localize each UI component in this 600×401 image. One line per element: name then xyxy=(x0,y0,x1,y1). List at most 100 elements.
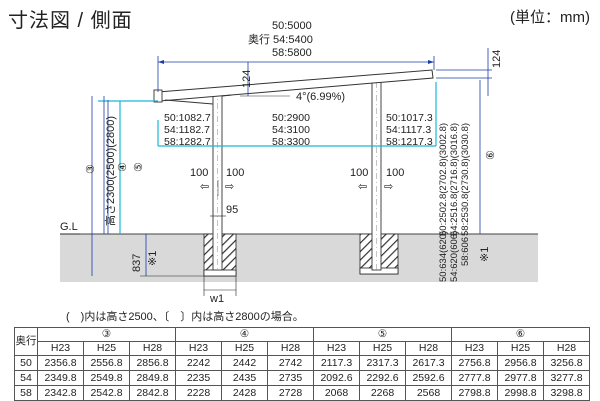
rear-overhang-50: 50:1017.3 xyxy=(386,112,433,124)
table-group-header: 奥行 ③ ④ ⑤ ⑥ xyxy=(14,327,590,356)
front-overhang-50: 50:1082.7 xyxy=(164,112,211,124)
subheader-cell: H25 xyxy=(221,341,268,356)
table-cell: 2356.8 xyxy=(37,355,84,371)
table-cell: 2756.8 xyxy=(451,355,498,371)
load-left-a: 100 xyxy=(190,167,208,179)
subheader-cell: H25 xyxy=(359,341,406,356)
table-cell: 3298.8 xyxy=(543,385,590,401)
subheader-cell: H28 xyxy=(129,341,176,356)
unit-label: (単位：mm) xyxy=(510,9,590,26)
subheader-cell: H25 xyxy=(497,341,544,356)
load-right-b: 100 xyxy=(386,167,404,179)
roof-brace xyxy=(164,99,214,105)
arrow-left-icon: ⇦ xyxy=(200,181,209,193)
table-cell: 2117.3 xyxy=(313,355,360,371)
load-left-b: 100 xyxy=(226,167,244,179)
beam-height-label: 124 xyxy=(241,70,253,88)
dimension-table: 奥行 ③ ④ ⑤ ⑥ H23 H25 H28 H23 H25 H28 H23 H… xyxy=(14,327,590,401)
footnote-mark-left: ※1 xyxy=(147,251,159,266)
footnote-mark-right: ※1 xyxy=(479,247,491,262)
ground-area xyxy=(60,234,538,282)
row-label-header: 奥行 xyxy=(14,327,38,356)
table-row: 54 2349.8 2549.8 2849.8 2235 2435 2735 2… xyxy=(14,370,590,386)
marker-6: ⑥ xyxy=(485,150,497,160)
table-cell: 2268 xyxy=(359,385,406,401)
subheader-cell: H28 xyxy=(405,341,452,356)
post-span-54: 54:3100 xyxy=(272,124,310,136)
table-subheader-row: H23 H25 H28 H23 H25 H28 H23 H25 H28 H23 … xyxy=(15,341,590,356)
table-cell: 2742 xyxy=(267,355,314,371)
group-header-4: ④ xyxy=(175,327,314,342)
row-depth: 54 xyxy=(14,370,38,386)
subheader-cell: H25 xyxy=(83,341,130,356)
embed-rear-54: 54:620(606) xyxy=(449,231,460,282)
group-header-6: ⑥ xyxy=(451,327,590,342)
rear-height-54: 54:2516.8(2716.8)(3016.8) xyxy=(449,123,460,236)
height-label: 高さ2300(2500)(2800) xyxy=(103,116,117,226)
table-cell: 3277.8 xyxy=(543,370,590,386)
gl-label: G.L xyxy=(60,221,78,233)
marker-3: ③ xyxy=(85,164,97,174)
table-cell: 2617.3 xyxy=(405,355,452,371)
subheader-cell: H23 xyxy=(313,341,360,356)
subheader-cell: H23 xyxy=(37,341,84,356)
subheader-cell: H28 xyxy=(543,341,590,356)
table-cell: 2849.8 xyxy=(129,370,176,386)
footnote: ( )内は高さ2500、〔 〕内は高さ2800の場合。 xyxy=(66,311,304,323)
table-cell: 2428 xyxy=(221,385,268,401)
beam-height-right-label: 124 xyxy=(491,50,503,68)
embed-rear-50: 50:634(620) xyxy=(438,231,449,282)
table-cell: 2292.6 xyxy=(359,370,406,386)
rear-height-50: 50:2502.8(2702.8)(3002.8) xyxy=(438,123,449,236)
footing-depth-label: 837 xyxy=(131,254,143,272)
group-header-5: ⑤ xyxy=(313,327,452,342)
row-depth: 50 xyxy=(14,355,38,371)
post-span-58: 58:3300 xyxy=(272,136,310,148)
embed-rear-58: 58:606 xyxy=(460,237,471,266)
table-cell: 2542.8 xyxy=(83,385,130,401)
table-cell: 2956.8 xyxy=(497,355,544,371)
table-cell: 2442 xyxy=(221,355,268,371)
front-overhang-54: 54:1182.7 xyxy=(164,124,210,136)
slope-label: 4°(6.99%) xyxy=(296,91,345,103)
table-cell: 2235 xyxy=(175,370,222,386)
page-title: 寸法図 / 側面 xyxy=(8,10,133,32)
table-cell: 3256.8 xyxy=(543,355,590,371)
depth-label-50: 50:5000 xyxy=(272,20,312,32)
table-cell: 2798.8 xyxy=(451,385,498,401)
post-span-50: 50:2900 xyxy=(272,112,310,124)
front-overhang-58: 58:1282.7 xyxy=(164,136,211,148)
subheader-cell: H23 xyxy=(451,341,498,356)
marker-4: ④ xyxy=(117,162,129,172)
rear-overhang-58: 58:1217.3 xyxy=(386,136,433,148)
table-cell: 2549.8 xyxy=(83,370,130,386)
footing-width-label: w1 xyxy=(209,293,224,305)
table-cell: 2977.8 xyxy=(497,370,544,386)
table-cell: 2842.8 xyxy=(129,385,176,401)
load-right-a: 100 xyxy=(350,167,368,179)
table-cell: 2735 xyxy=(267,370,314,386)
table-cell: 2728 xyxy=(267,385,314,401)
row-depth: 58 xyxy=(14,385,38,401)
table-cell: 2228 xyxy=(175,385,222,401)
rear-overhang-54: 54:1117.3 xyxy=(386,124,431,136)
table-cell: 2998.8 xyxy=(497,385,544,401)
table-cell: 2342.8 xyxy=(37,385,84,401)
table-cell: 2242 xyxy=(175,355,222,371)
subheader-cell: H23 xyxy=(175,341,222,356)
table-cell: 2317.3 xyxy=(359,355,406,371)
post-width-label: 95 xyxy=(226,204,238,216)
table-cell: 2777.8 xyxy=(451,370,498,386)
table-row: 58 2342.8 2542.8 2842.8 2228 2428 2728 2… xyxy=(14,385,590,401)
marker-5: ⑤ xyxy=(133,162,145,172)
table-cell: 2856.8 xyxy=(129,355,176,371)
table-cell: 2556.8 xyxy=(83,355,130,371)
table-cell: 2435 xyxy=(221,370,268,386)
left-footing-base xyxy=(203,269,237,277)
depth-label-58: 58:5800 xyxy=(272,47,312,59)
table-cell: 2568 xyxy=(405,385,452,401)
table-cell: 2092.6 xyxy=(313,370,360,386)
side-view-diagram: G.L 50:5000 奥行 54:5400 58:5800 124 124 4… xyxy=(60,20,538,305)
depth-label-54: 奥行 54:5400 xyxy=(248,32,313,46)
rear-height-58: 58:2530.8(2730.8)(3030.8) xyxy=(460,123,471,236)
